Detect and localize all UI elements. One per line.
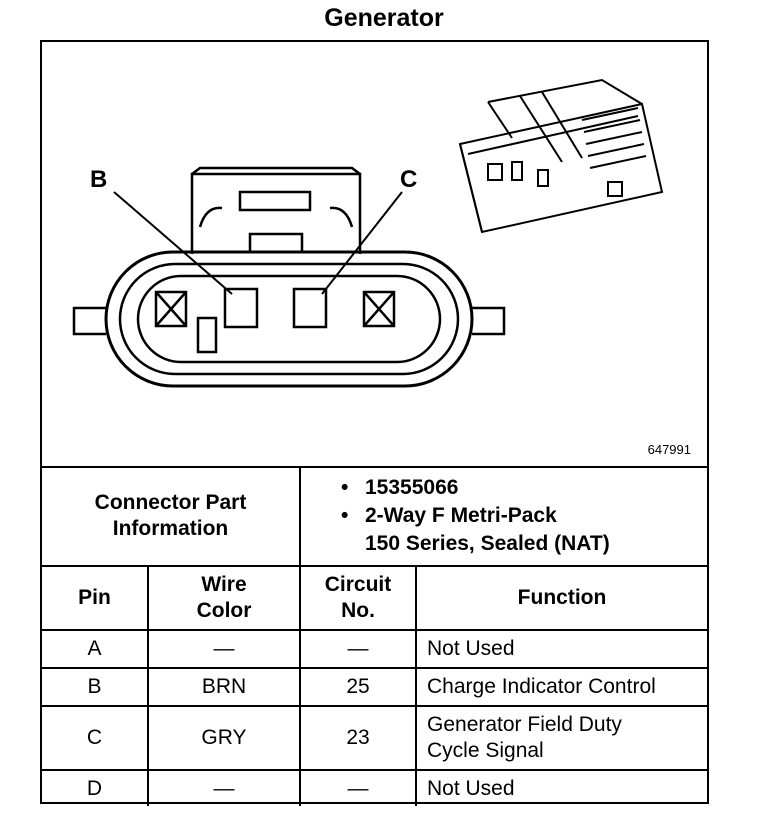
col-header-pin: Pin: [42, 565, 149, 631]
wire-color-cell: —: [147, 769, 301, 806]
wire-color-cell: —: [147, 629, 301, 669]
col-header-wire-color: Wire Color: [147, 565, 301, 631]
col-header-circuit-no: Circuit No.: [299, 565, 417, 631]
circuit-no-cell: —: [299, 629, 417, 669]
circuit-no-cell: 23: [299, 705, 417, 771]
table-row: D — — Not Used: [42, 769, 707, 806]
connector-frame: B C 647991 Connector Part Information • 1…: [40, 40, 709, 806]
connector-info-details: • 15355066 • 2-Way F Metri-Pack 150 Series…: [299, 466, 707, 567]
table-row: C GRY 23 Generator Field Duty Cycle Sign…: [42, 705, 707, 771]
function-cell: Generator Field Duty Cycle Signal: [415, 705, 707, 771]
cavity-c: [292, 287, 328, 329]
connector-description-2: 150 Series, Sealed (NAT): [365, 531, 610, 555]
polarizing-key: [196, 316, 218, 354]
pinout-table: Connector Part Information • 15355066 • 2-…: [42, 466, 707, 806]
cavity-a: [154, 290, 188, 328]
cavity-d: [362, 290, 396, 328]
circuit-no-cell: 25: [299, 667, 417, 707]
connector-housing: [72, 250, 506, 388]
connector-diagram: B C 647991: [42, 42, 707, 468]
connector-perspective-sketch: [458, 78, 664, 234]
bullet-2: •: [341, 503, 349, 527]
connector-info-label: Connector Part Information: [42, 466, 301, 567]
connector-description-1: 2-Way F Metri-Pack: [365, 503, 557, 527]
circuit-no-cell: —: [299, 769, 417, 806]
pin-cell: A: [42, 629, 149, 669]
function-cell: Charge Indicator Control: [415, 667, 707, 707]
table-row: B BRN 25 Charge Indicator Control: [42, 667, 707, 707]
figure-id: 647991: [647, 442, 691, 457]
function-cell: Not Used: [415, 769, 707, 806]
table-header-row: Pin Wire Color Circuit No. Function: [42, 565, 707, 631]
bullet-1: •: [341, 475, 349, 499]
wire-color-cell: BRN: [147, 667, 301, 707]
col-header-function: Function: [415, 565, 707, 631]
leader-line-c: [321, 191, 403, 295]
pin-cell: D: [42, 769, 149, 806]
callout-b: B: [90, 166, 108, 193]
part-number: 15355066: [365, 475, 459, 499]
table-row: A — — Not Used: [42, 629, 707, 669]
pin-cell: C: [42, 705, 149, 771]
locking-tab: [190, 166, 362, 254]
function-cell: Not Used: [415, 629, 707, 669]
leader-line-b: [113, 191, 233, 295]
page-title: Generator: [324, 4, 444, 32]
connector-illustration: [72, 78, 664, 388]
callout-c: C: [400, 166, 418, 193]
connector-info-row: Connector Part Information • 15355066 • 2-…: [42, 466, 707, 567]
cavity-b: [223, 287, 259, 329]
pin-cell: B: [42, 667, 149, 707]
wire-color-cell: GRY: [147, 705, 301, 771]
